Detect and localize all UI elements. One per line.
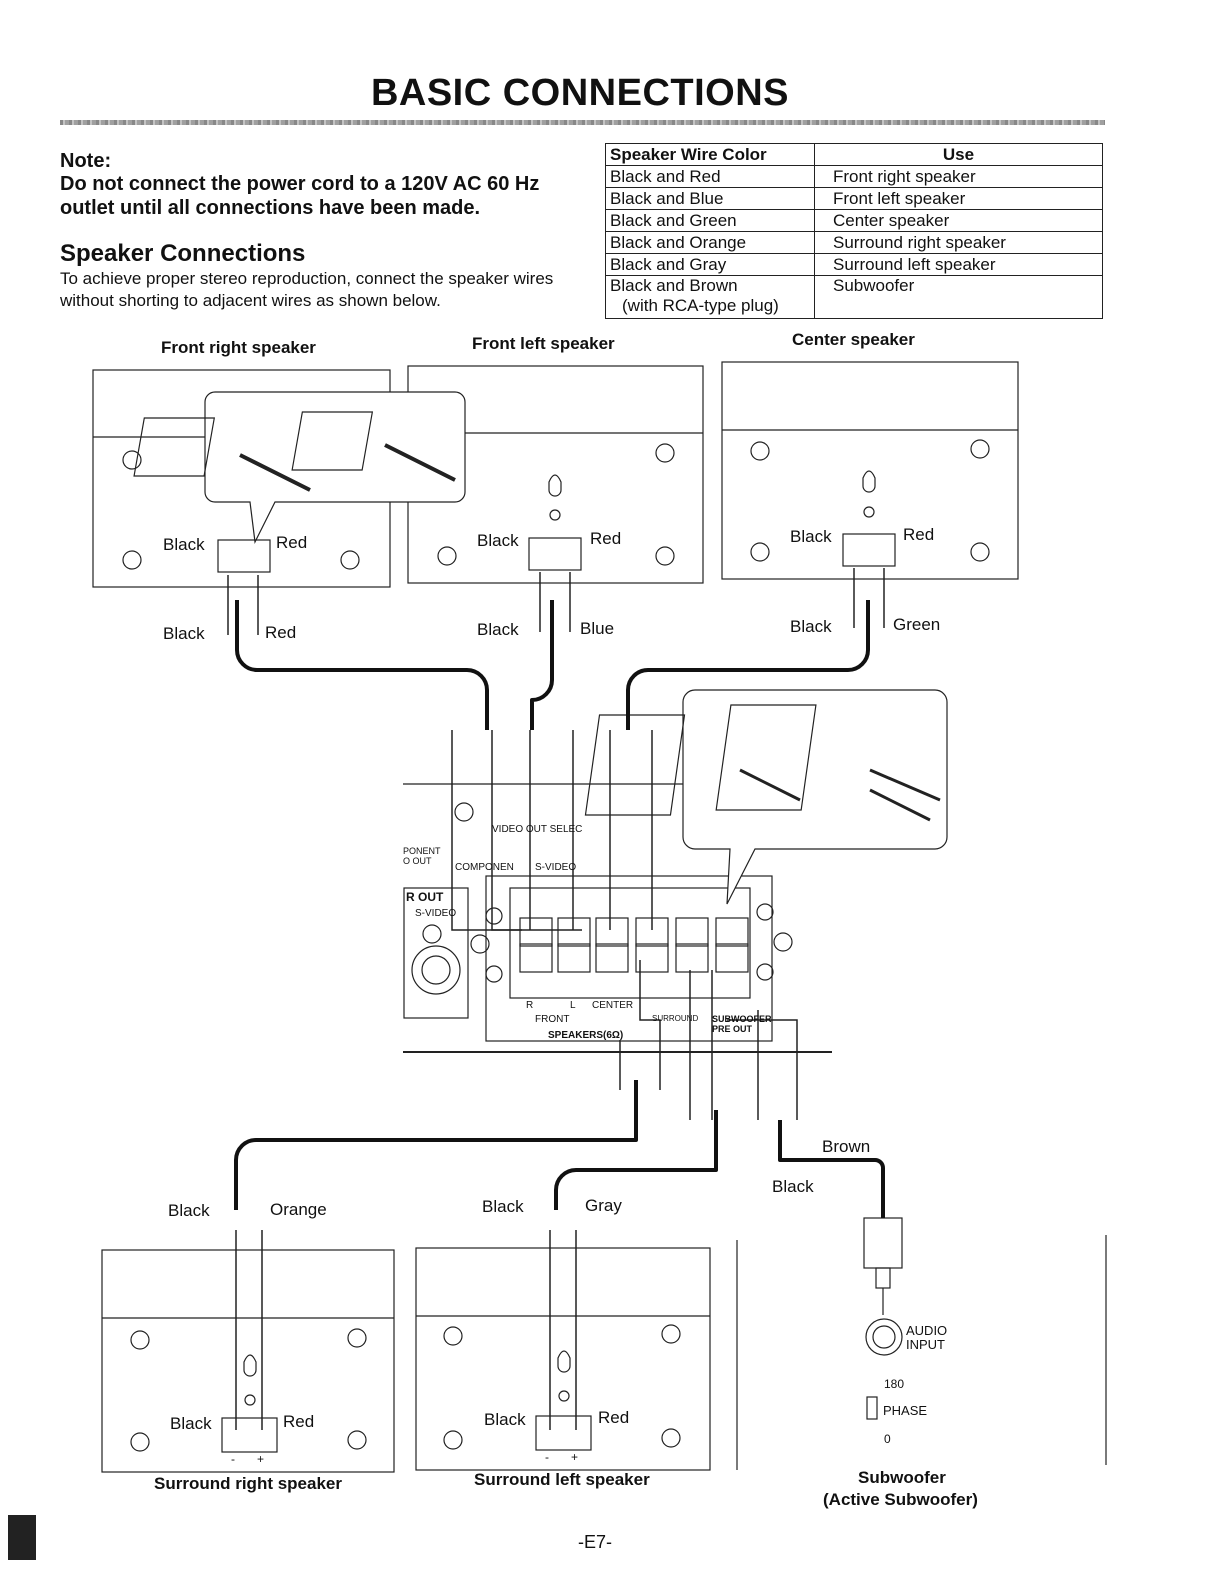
table-cell: Subwoofer [814,275,1103,319]
audio-input-label: AUDIO INPUT [906,1323,948,1352]
wire-label-orange: Orange [270,1200,327,1219]
center-speaker-box [721,361,1019,580]
terminal-minus-mark: - [545,1450,549,1464]
title-rule [60,120,1105,125]
note-label: Note: [60,150,112,172]
front-right-speaker-label: Front right speaker [161,338,316,357]
wire-label-black: Black [790,527,832,546]
wire-label-black: Black [772,1177,814,1196]
subwoofer-pre-out-label: SUBWOOFER PRE OUT [712,1014,772,1034]
table-cell: Surround left speaker [814,253,1103,276]
speakers-label: SPEAKERS(6Ω) [548,1030,624,1041]
wire-label-red: Red [903,525,935,544]
terminal-front-label: FRONT [535,1014,570,1025]
wire-label-black: Black [484,1410,526,1429]
corner-mark [8,1515,36,1560]
wire-label-red: Red [598,1408,630,1427]
wire-label-green: Green [893,615,941,634]
wire-label-red: Red [265,623,297,642]
s-video-dec-label: S-VIDEO [535,862,577,873]
wire-label-black: Black [170,1414,212,1433]
table-cell: Black and Green [605,209,815,232]
surround-left-speaker-box [415,1247,711,1471]
wire-label-black: Black [477,620,519,639]
phase-0-label: 0 [884,1432,891,1446]
r-out-label: R OUT [406,890,444,904]
surround-left-speaker-label: Surround left speaker [474,1470,650,1489]
section-text: To achieve proper stereo reproduction, c… [60,269,554,310]
terminal-minus-mark: - [231,1452,235,1466]
wire-label-blue: Blue [580,619,615,638]
wire-label-black: Black [482,1197,524,1216]
wire-label-brown: Brown [822,1137,871,1156]
terminal-plus-mark: + [571,1450,579,1464]
table-cell: Black and Gray [605,253,815,276]
surround-right-speaker-label: Surround right speaker [154,1474,342,1493]
terminal-l-label: L [570,1000,576,1011]
wire-label-gray: Gray [585,1196,622,1215]
wire-label-black: Black [163,624,205,643]
terminal-zoom-callout [204,391,466,545]
section-title: Speaker Connections [60,240,306,267]
table-cell: Black and Brown(with RCA-type plug) [605,275,815,319]
table-row: Black and Brown(with RCA-type plug)Subwo… [605,275,1103,319]
table-cell: Black and Blue [605,187,815,210]
surround-right-speaker-box [101,1249,395,1473]
page-number: -E7- [577,1532,612,1552]
terminal-plus-mark: + [257,1452,265,1466]
video-out-select-label: VIDEO OUT SELEC [492,824,583,835]
wire-label-black: Black [790,617,832,636]
wire-label-red: Red [590,529,622,548]
table-cell: Surround right speaker [814,231,1103,254]
front-left-speaker-label: Front left speaker [472,334,615,353]
subwoofer-sub-label: (Active Subwoofer) [823,1490,978,1509]
wire-label-black: Black [168,1201,210,1220]
terminal-r-label: R [526,1000,534,1011]
page-title: BASIC CONNECTIONS [370,72,790,114]
component-label: COMPONEN [455,862,514,873]
table-cell-note: (with RCA-type plug) [622,296,779,315]
wire-label-black: Black [163,535,205,554]
wire-label-red: Red [283,1412,315,1431]
phase-label: PHASE [883,1403,928,1418]
s-video-label: S-VIDEO [415,908,457,919]
wire-label-black: Black [477,531,519,550]
terminal-center-label: CENTER [592,1000,634,1011]
component-out-label: PONENT O OUT [403,846,441,866]
table-cell: Black and Orange [605,231,815,254]
phase-180-label: 180 [884,1377,905,1391]
table-cell-text: Black and Brown [610,276,738,295]
subwoofer-label: Subwoofer [858,1468,946,1487]
center-speaker-label: Center speaker [792,330,915,349]
wire-label-red: Red [276,533,308,552]
terminal-surround-label: SURROUND [652,1014,699,1023]
note-text: Do not connect the power cord to a 120V … [60,173,540,219]
receiver-terminal-callout [682,689,948,905]
